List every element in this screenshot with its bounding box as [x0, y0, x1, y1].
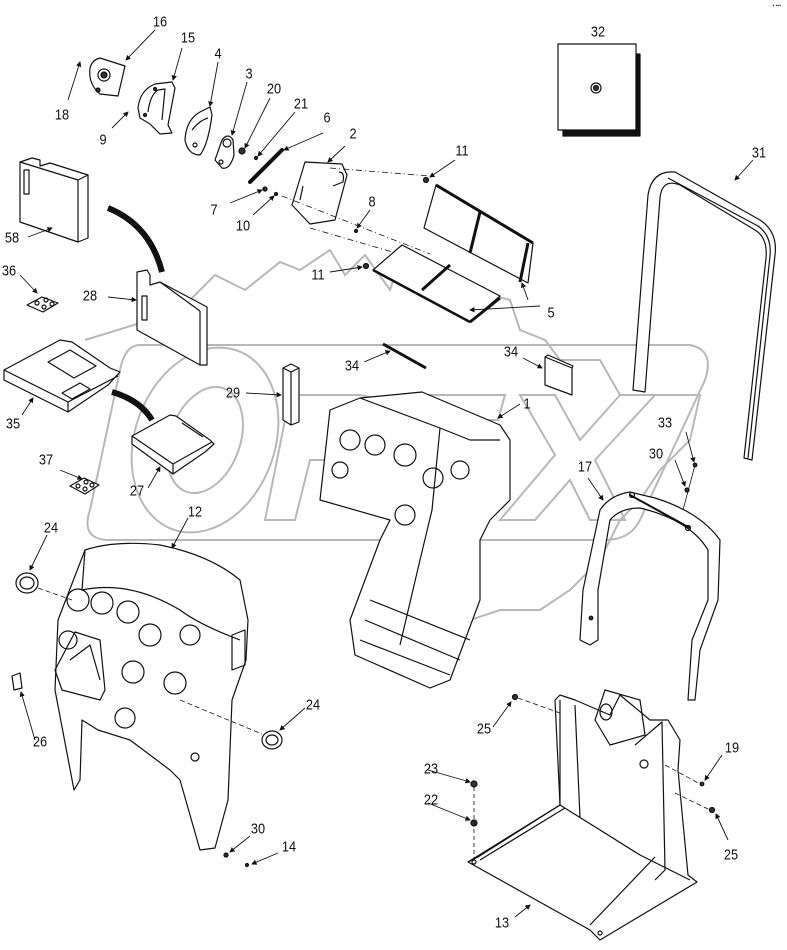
- part-insulation-panel-28: [136, 269, 208, 366]
- callout-23: 23: [423, 760, 439, 778]
- callout-11-mid: 11: [311, 266, 325, 284]
- part-washer-30a: [223, 852, 229, 858]
- callout-25-left: 25: [476, 720, 492, 738]
- arrow-58-to-28: [106, 205, 165, 273]
- part-rivet-11b: [362, 262, 370, 270]
- callout-30-bottom: 30: [250, 820, 266, 838]
- callout-36: 36: [1, 262, 17, 280]
- part-bolt-25b: [708, 806, 716, 814]
- callout-28: 28: [82, 287, 98, 305]
- part-rod: [248, 148, 284, 184]
- guide-line-19: [664, 764, 701, 785]
- callout-11-top: 11: [455, 142, 469, 160]
- callout-34-strip: 34: [344, 357, 360, 375]
- callout-33: 33: [657, 414, 673, 432]
- part-insulation-panel-58: [19, 157, 89, 243]
- callout-18: 18: [54, 106, 70, 124]
- gear-watermark: [84, 248, 702, 641]
- callout-26: 26: [32, 733, 48, 751]
- callout-5: 5: [547, 304, 555, 322]
- part-pad: [544, 354, 574, 396]
- part-grommet-24a: [15, 572, 39, 594]
- part-grommet-24b: [261, 730, 283, 750]
- callout-6: 6: [323, 109, 331, 127]
- part-seal-frame: [632, 171, 777, 461]
- callout-14: 14: [281, 838, 297, 856]
- callout-7: 7: [210, 201, 218, 219]
- part-support-bracket: [579, 491, 721, 701]
- part-console-housing: [319, 391, 511, 689]
- callout-9: 9: [99, 131, 107, 149]
- part-dashboard-shell: [54, 542, 249, 851]
- part-cam-plate: [184, 106, 213, 156]
- callout-29: 29: [225, 384, 241, 402]
- callout-20: 20: [266, 80, 282, 98]
- part-bracket-cover: [89, 57, 126, 97]
- callout-58: 58: [4, 229, 20, 247]
- part-hinge-plate: [291, 161, 348, 225]
- part-lever-plate: [214, 135, 235, 169]
- part-base-frame: [467, 689, 698, 941]
- callout-15: 15: [180, 29, 196, 47]
- part-insulation-mat-27: [131, 414, 215, 475]
- part-nut-20: [238, 147, 246, 155]
- callout-31: 31: [751, 144, 767, 162]
- part-foam-block: [282, 363, 300, 426]
- callout-2: 2: [349, 125, 357, 143]
- part-washer-7: [262, 186, 268, 192]
- part-mounting-bracket: [137, 81, 176, 135]
- part-screw-10: [273, 191, 279, 197]
- part-rivet-11a: [422, 176, 430, 184]
- part-screw-14: [244, 862, 250, 868]
- callout-35: 35: [5, 415, 21, 433]
- callout-17: 17: [577, 458, 593, 476]
- callout-10: 10: [235, 217, 251, 235]
- guide-line-24a: [37, 587, 73, 601]
- part-insulation-mat-35: [3, 339, 121, 413]
- part-clip-plate-37: [69, 477, 100, 495]
- part-wire-frame: [372, 183, 534, 324]
- callout-4: 4: [214, 45, 222, 63]
- callout-13: 13: [494, 914, 510, 932]
- part-screw-21: [253, 155, 259, 161]
- part-nut-detail-box: [557, 43, 641, 137]
- callout-25-right: 25: [723, 846, 739, 864]
- callout-24-right: 24: [305, 696, 321, 714]
- callout-24-left: 24: [43, 519, 59, 537]
- part-bolt-25a: [511, 693, 519, 701]
- callout-27: 27: [129, 482, 145, 500]
- callout-30-right: 30: [648, 445, 664, 463]
- callout-3: 3: [245, 65, 253, 83]
- part-nut-23: [470, 780, 478, 788]
- guide-line-24b: [179, 699, 263, 735]
- callout-8: 8: [368, 193, 376, 211]
- guide-line-25a: [517, 697, 561, 714]
- part-clip-26: [11, 672, 23, 691]
- part-seal-strip: [382, 342, 427, 370]
- leader-lines: [19, 29, 754, 918]
- callout-12: 12: [187, 503, 203, 521]
- callout-34-pad: 34: [503, 343, 519, 361]
- corner-mark: ▪ ▪▪▪: [772, 3, 781, 9]
- guide-line-33: [682, 464, 696, 511]
- callout-22: 22: [423, 791, 439, 809]
- part-screw-8: [353, 228, 359, 234]
- callout-16: 16: [152, 13, 168, 31]
- part-bolt-19: [699, 781, 705, 787]
- callout-21: 21: [293, 95, 309, 113]
- guide-line-25b: [674, 792, 711, 811]
- part-clip-plate-36: [26, 296, 59, 313]
- callout-1: 1: [523, 395, 531, 413]
- callout-37: 37: [38, 451, 54, 469]
- callout-32: 32: [590, 23, 606, 41]
- arrow-35-to-27: [111, 389, 155, 422]
- callout-19: 19: [724, 739, 740, 757]
